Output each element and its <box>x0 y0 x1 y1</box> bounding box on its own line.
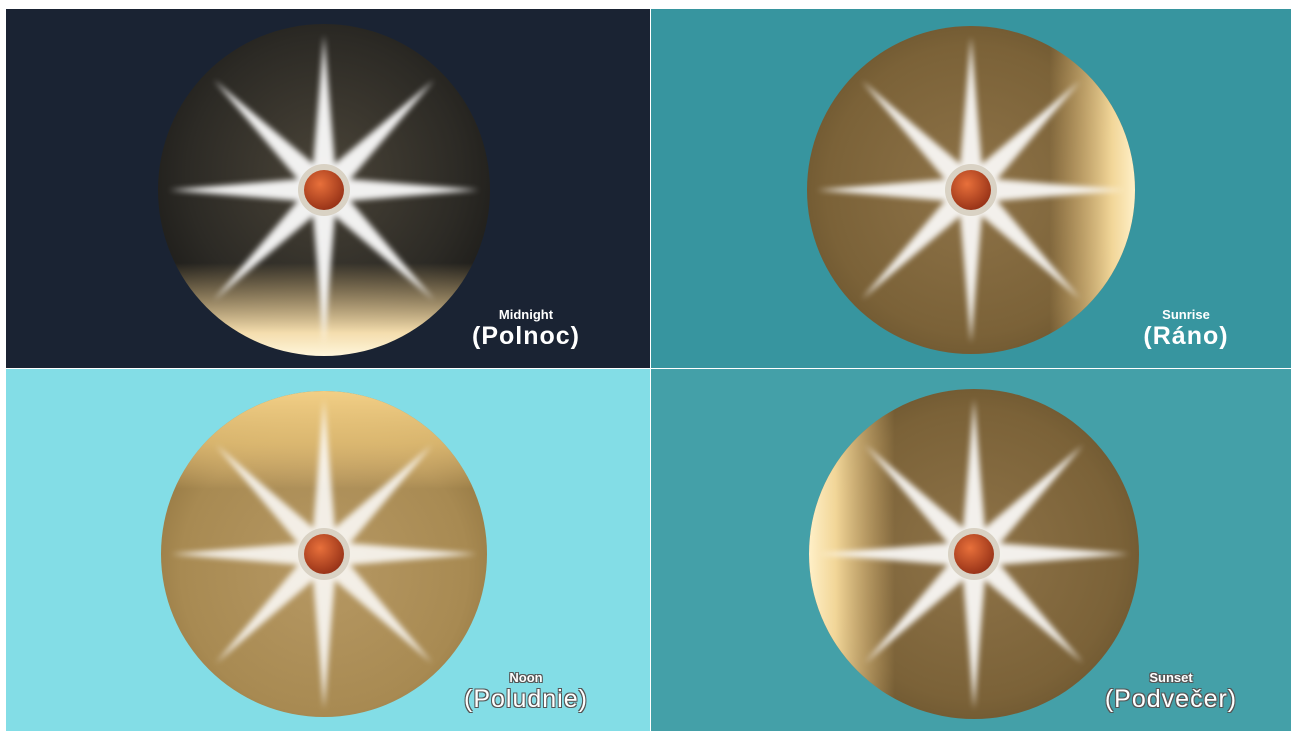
planet-center-icon <box>954 534 994 574</box>
panel-noon: Noon (Poludnie) <box>6 369 650 731</box>
panel-sunset: Sunset (Podvečer) <box>651 369 1291 731</box>
planet-center-icon <box>304 534 344 574</box>
label-english: Midnight <box>446 307 606 322</box>
label-slovak: (Poludnie) <box>446 685 606 713</box>
caption-sunset: Sunset (Podvečer) <box>1091 670 1251 713</box>
label-slovak: (Ráno) <box>1106 322 1266 350</box>
caption-midnight: Midnight (Polnoc) <box>446 307 606 350</box>
label-english: Sunset <box>1091 670 1251 685</box>
panel-midnight: Midnight (Polnoc) <box>6 9 650 368</box>
planet-center-icon <box>951 170 991 210</box>
label-english: Noon <box>446 670 606 685</box>
caption-noon: Noon (Poludnie) <box>446 670 606 713</box>
caption-sunrise: Sunrise (Ráno) <box>1106 307 1266 350</box>
label-english: Sunrise <box>1106 307 1266 322</box>
label-slovak: (Podvečer) <box>1091 685 1251 713</box>
panel-sunrise: Sunrise (Ráno) <box>651 9 1291 368</box>
planet-center-icon <box>304 170 344 210</box>
label-slovak: (Polnoc) <box>446 322 606 350</box>
